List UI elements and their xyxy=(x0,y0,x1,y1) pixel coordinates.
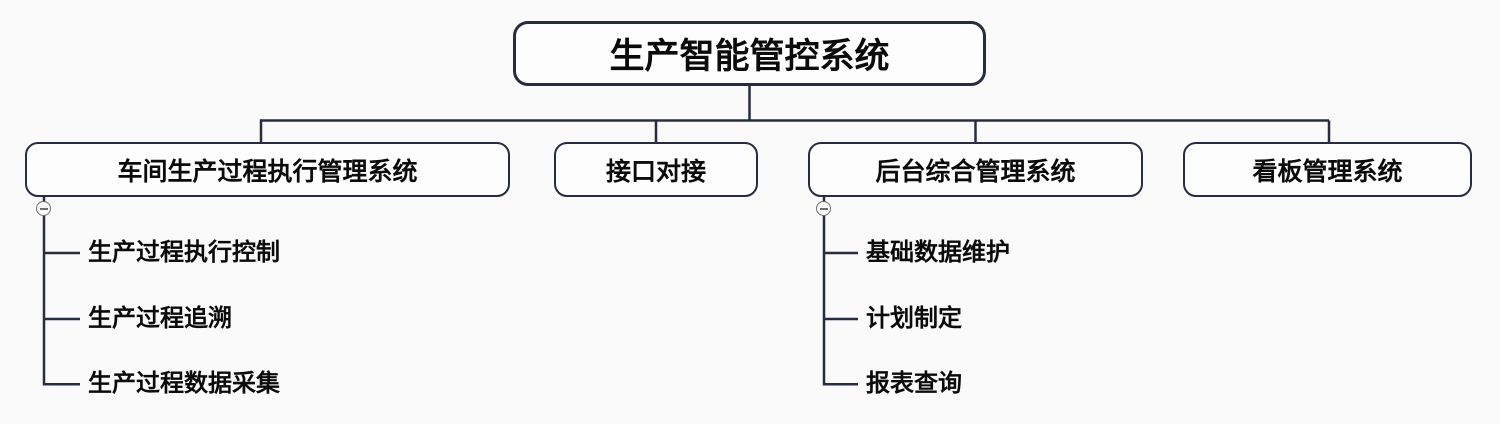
leaf-node[interactable]: 生产过程数据采集 xyxy=(88,370,280,397)
collapse-toggle-branch-1[interactable] xyxy=(36,201,51,216)
root-connector-lines xyxy=(259,86,1331,142)
leaf-node[interactable]: 基础数据维护 xyxy=(866,239,1010,266)
branch-node-label: 看板管理系统 xyxy=(1252,157,1403,186)
root-node[interactable]: 生产智能管控系统 xyxy=(513,21,986,86)
leaf-node[interactable]: 报表查询 xyxy=(866,370,962,397)
branch-node-label: 车间生产过程执行管理系统 xyxy=(117,157,418,186)
root-node-label: 生产智能管控系统 xyxy=(609,37,890,76)
branch-node-label: 接口对接 xyxy=(605,157,706,186)
leaf-node[interactable]: 生产过程执行控制 xyxy=(88,239,280,266)
branch-1-children-connector-lines xyxy=(42,197,80,386)
leaf-node[interactable]: 生产过程追溯 xyxy=(88,305,232,332)
branch-node-kanban-management[interactable]: 看板管理系统 xyxy=(1183,142,1472,197)
leaf-node[interactable]: 计划制定 xyxy=(866,305,962,332)
branch-node-interface-docking[interactable]: 接口对接 xyxy=(554,142,758,197)
minus-circle-icon xyxy=(819,207,828,210)
branch-node-workshop-execution[interactable]: 车间生产过程执行管理系统 xyxy=(25,142,510,197)
branch-node-backend-management[interactable]: 后台综合管理系统 xyxy=(808,142,1143,197)
collapse-toggle-branch-3[interactable] xyxy=(816,201,831,216)
minus-circle-icon xyxy=(39,207,48,210)
branch-3-children-connector-lines xyxy=(822,197,858,386)
branch-node-label: 后台综合管理系统 xyxy=(875,157,1076,186)
